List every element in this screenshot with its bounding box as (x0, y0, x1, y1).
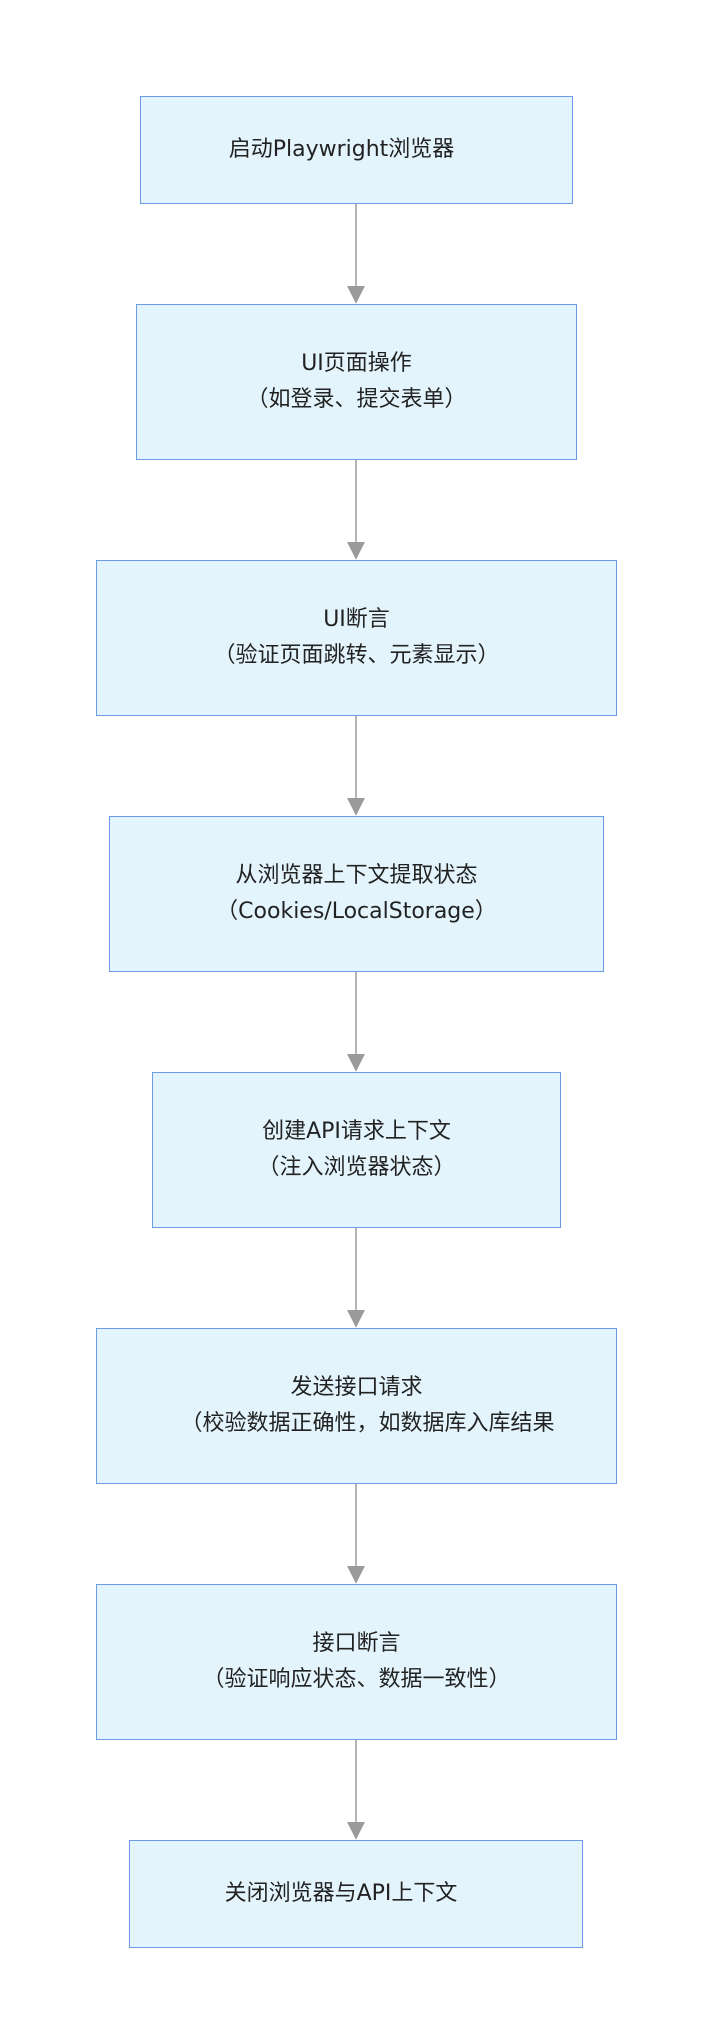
node-sublabel: （验证页面跳转、元素显示） (213, 643, 500, 668)
node-label: 发送接口请求 (290, 1375, 423, 1400)
node-sublabel: （注入浏览器状态） (257, 1155, 456, 1180)
node-label: 启动Playwright浏览器 (228, 137, 455, 162)
node-label: 创建API请求上下文 (262, 1119, 451, 1144)
node-send-api-request: 发送接口请求 （校验数据正确性，如数据库入库结果 (96, 1328, 617, 1484)
node-sublabel: （如登录、提交表单） (246, 387, 467, 412)
node-launch-browser: 启动Playwright浏览器 (140, 96, 573, 204)
node-extract-state: 从浏览器上下文提取状态 （Cookies/LocalStorage） (109, 816, 604, 972)
node-ui-assertion: UI断言 （验证页面跳转、元素显示） (96, 560, 617, 716)
node-label: 从浏览器上下文提取状态 (235, 863, 478, 888)
node-label: UI断言 (323, 607, 390, 632)
node-label: 关闭浏览器与API上下文 (224, 1881, 458, 1906)
node-label: 接口断言 (312, 1631, 401, 1656)
node-create-api-context: 创建API请求上下文 （注入浏览器状态） (152, 1072, 561, 1228)
node-ui-operation: UI页面操作 （如登录、提交表单） (136, 304, 577, 460)
node-sublabel: （验证响应状态、数据一致性） (202, 1667, 511, 1692)
node-sublabel: （Cookies/LocalStorage） (216, 899, 497, 924)
node-sublabel: （校验数据正确性，如数据库入库结果 (180, 1411, 555, 1436)
node-api-assertion: 接口断言 （验证响应状态、数据一致性） (96, 1584, 617, 1740)
node-label: UI页面操作 (301, 351, 412, 376)
node-close-contexts: 关闭浏览器与API上下文 (129, 1840, 583, 1948)
